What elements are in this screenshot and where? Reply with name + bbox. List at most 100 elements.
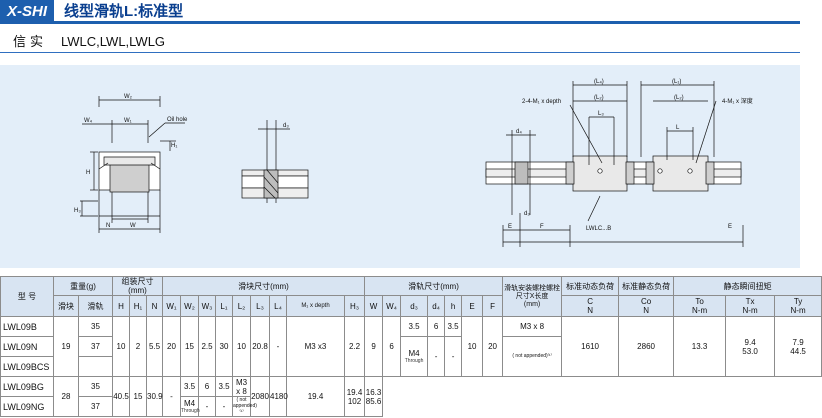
dim-l2: 15 — [129, 376, 147, 418]
bolt-note: ( not appended)⁽¹⁾ — [502, 336, 563, 378]
block-weight: 37 — [78, 396, 113, 418]
rail-weight: 19 — [53, 316, 79, 378]
dim-w2: 15 — [180, 316, 199, 378]
model-name: LWL09BCS — [0, 356, 54, 378]
moment-tx-double: 102 — [347, 396, 362, 406]
spec-table: 型 号 重量(g) 组装尺寸(mm) 滑块尺寸(mm) 滑轨尺寸(mm) 滑轨安… — [0, 275, 822, 418]
subheader-n: N — [146, 295, 163, 318]
col-header-assembly: 组装尺寸(mm) — [112, 275, 163, 297]
label-l3-left: L₃ — [598, 111, 604, 117]
series-models: LWLC,LWL,LWLG — [61, 34, 166, 49]
header-rule — [54, 21, 800, 24]
subheader-ty-unit: N-m — [790, 306, 806, 316]
subheader-c-label: C — [587, 297, 593, 307]
col-header-model: 型 号 — [0, 275, 54, 318]
subheader-tx-unit: N-m — [742, 306, 758, 316]
dim-d4: 6 — [198, 376, 216, 398]
subheader-h: H — [112, 295, 130, 318]
subheader-d4: d₄ — [427, 295, 446, 318]
moment-ty-double: 85.6 — [365, 396, 382, 406]
front-view — [80, 96, 185, 233]
dim-h3: 2.2 — [343, 316, 366, 378]
dim-d4: 6 — [427, 316, 446, 338]
dim-l3: 20.8 — [250, 316, 270, 378]
label-n: N — [106, 223, 110, 229]
bolt-header-text: 滑轨安装螺栓螺栓尺寸X长度 — [504, 284, 561, 300]
subheader-h-small: h — [444, 295, 463, 318]
label-e-end: E — [728, 224, 732, 230]
subheader-to-label: To — [695, 297, 704, 307]
label-tapped-depth: 4-M₁ x 深度 — [722, 97, 753, 105]
subheader-d3: d₃ — [400, 295, 429, 318]
table-row: LWL09B 19 35 10 2 5.5 20 15 2.5 30 10 20… — [0, 316, 822, 378]
subheader-rail-weight: 滑轨 — [78, 295, 113, 318]
label-w4: W₄ — [84, 118, 93, 124]
technical-drawing: W₂ W₄ W₁ Oil hole H₁ H H₃ N W d₃ (L₄) (L… — [0, 65, 800, 268]
dim-h: 10 — [112, 316, 130, 378]
block-weight: 35 — [78, 316, 113, 338]
label-l2-right: (L₂) — [674, 95, 684, 101]
label-tapped-holes: 2-4-M₁ x depth — [522, 99, 561, 105]
subheader-w1: W₁ — [162, 295, 181, 318]
dim-d3: 3.5 — [400, 316, 429, 338]
bolt-size: M3 x 8 — [502, 316, 563, 338]
page-header: X-SHI 线型滑轨L:标准型 — [0, 0, 800, 24]
subheader-l4: L₄ — [269, 295, 287, 318]
dim-l1: 30 — [215, 316, 233, 378]
label-l-right: L — [676, 125, 680, 131]
subheader-m-depth: M₁ x depth — [286, 295, 345, 318]
label-oil-hole: Oil hole — [167, 117, 188, 123]
dim-l3: 30.9 — [146, 376, 163, 418]
static-load: 2860 — [618, 316, 675, 378]
dim-e: 10 — [461, 316, 484, 378]
dim-l1: 40.5 — [112, 376, 130, 418]
model-name: LWL09B — [0, 316, 54, 338]
dim-w: 9 — [364, 316, 384, 378]
table-row: LWL09BG 28 35 40.5 15 30.9 - 3.5 6 3.5 M… — [0, 376, 822, 418]
label-h3: H₃ — [74, 208, 81, 214]
series-brand-cn: 信实 — [13, 34, 48, 49]
moment-ty-single: 16.3 — [365, 387, 382, 397]
side-view — [241, 120, 309, 203]
dim-h-small: 3.5 — [444, 316, 463, 338]
block-weight: 37 — [78, 336, 113, 358]
subheader-e: E — [461, 295, 484, 318]
subheader-h1: H₁ — [129, 295, 147, 318]
dim-h1: 2 — [129, 316, 147, 378]
col-header-bolt: 滑轨安装螺栓螺栓尺寸X长度(mm) — [502, 275, 563, 318]
subheader-co-label: Co — [640, 297, 652, 307]
moment-tx-double: 53.0 — [742, 346, 758, 356]
label-w2: W₂ — [124, 94, 133, 100]
dim-w3: 2.5 — [198, 316, 216, 378]
moment-tx-single: 19.4 — [346, 387, 363, 397]
subheader-ty-label: Ty — [793, 297, 803, 307]
dim-d3-tapped-note: Through — [404, 357, 424, 364]
subhead-rule — [0, 52, 800, 53]
dim-l4: - — [162, 376, 181, 418]
dim-h-small: - — [215, 396, 233, 418]
label-e-top: E — [508, 224, 512, 230]
label-l4-left: (L₄) — [594, 79, 604, 85]
dim-w4: 6 — [382, 316, 402, 378]
label-l2-left: (L₂) — [594, 95, 604, 101]
dim-h-small: - — [444, 336, 463, 378]
col-header-weight: 重量(g) — [53, 275, 113, 297]
brand-logo: X-SHI — [0, 0, 54, 24]
dynamic-load: 2080 — [250, 376, 270, 418]
bolt-size: M3 x 8 — [232, 376, 251, 398]
col-header-moment: 静态瞬间扭矩 — [673, 275, 822, 297]
col-header-dynamic-load: 标准动态负荷 — [561, 275, 620, 297]
dim-n: 5.5 — [146, 316, 163, 378]
subheader-w3: W₃ — [198, 295, 216, 318]
bolt-note: ( not appended)⁽¹⁾ — [232, 396, 257, 418]
label-w: W — [130, 223, 136, 229]
